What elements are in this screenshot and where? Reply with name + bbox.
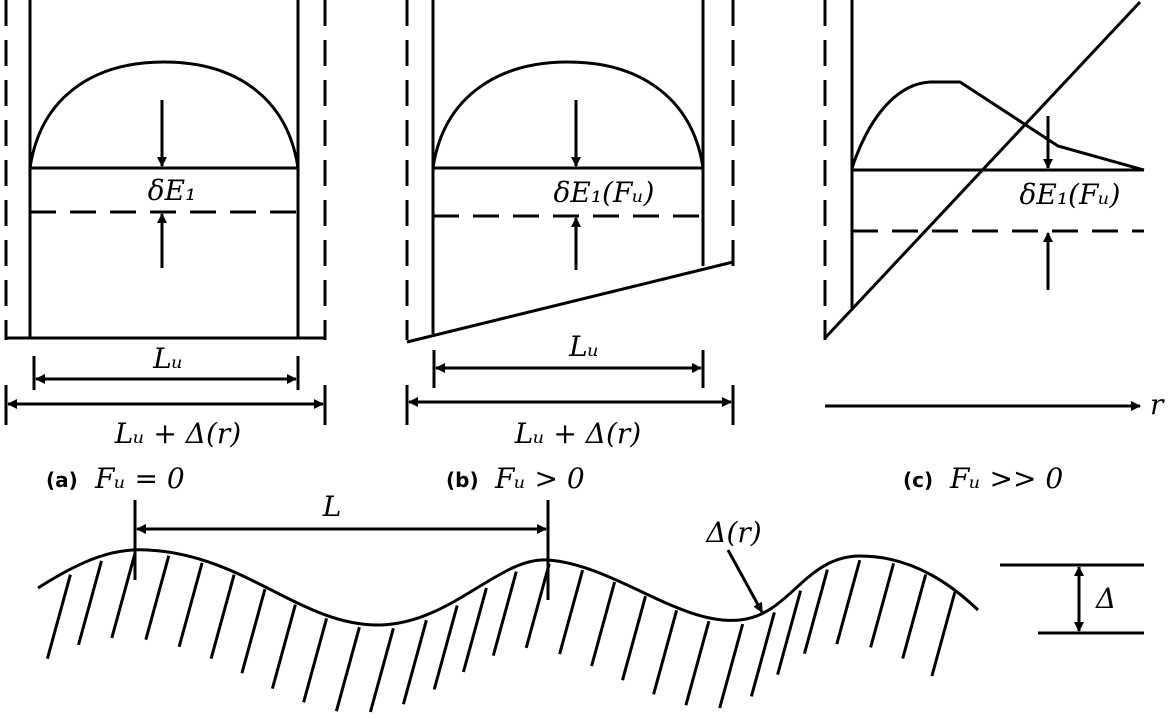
panel-b-caption-letter: (b) xyxy=(446,468,479,492)
surface-hatch-line xyxy=(491,571,518,656)
panel-b-tilted-bottom xyxy=(406,260,734,344)
surface-hatch-line xyxy=(869,563,896,648)
surface-hatch-line xyxy=(652,609,679,695)
panel-c-caption-math: Fᵤ >> 0 xyxy=(949,462,1063,495)
surface-hatch-line xyxy=(334,626,361,712)
surface-hatch-line xyxy=(802,569,829,655)
panel-b-gap-label: δE₁(Fᵤ) xyxy=(554,176,655,209)
surface-hatch-line xyxy=(240,588,267,674)
surface-profile xyxy=(37,548,980,627)
panel-b-caption-math: Fᵤ > 0 xyxy=(494,462,585,495)
surface-hatch-line xyxy=(684,620,711,706)
surface-hatch-line xyxy=(209,574,236,660)
surface-hatch-line xyxy=(401,619,428,705)
surface-hatch-line xyxy=(749,612,776,697)
panel-c-gap-label: δE₁(Fᵤ) xyxy=(1020,178,1121,211)
surface-hatch-line xyxy=(368,627,395,713)
panel-a: δE₁ Lᵤ Lᵤ + Δ(r) (a) Fᵤ = 0 xyxy=(4,0,327,495)
surface-hatch-line xyxy=(302,617,329,703)
surface-hatch-line xyxy=(77,560,103,646)
panel-b: δE₁(Fᵤ) Lᵤ Lᵤ + Δ(r) (b) Fᵤ > 0 xyxy=(405,0,735,495)
period-label: L xyxy=(322,490,342,523)
surface-hatch-line xyxy=(110,553,137,639)
panel-c-wavefunction xyxy=(850,80,1145,172)
panel-c: δE₁(Fᵤ) r (c) Fᵤ >> 0 xyxy=(823,0,1165,495)
roughness-label: Δ(r) xyxy=(705,516,761,549)
surface-hatch-line xyxy=(590,581,617,667)
panel-a-outer-width-label: Lᵤ + Δ(r) xyxy=(114,417,241,450)
panel-a-gap-label: δE₁ xyxy=(148,174,197,207)
surface-hatch-line xyxy=(901,574,928,659)
surface-hatch-line xyxy=(45,574,72,660)
surface-hatch-line xyxy=(461,587,488,673)
surface-hatch-line xyxy=(835,559,862,645)
rough-surface: L Δ(r) Δ xyxy=(37,490,1144,713)
panel-a-caption-math: Fᵤ = 0 xyxy=(94,462,185,495)
panel-c-axis-label: r xyxy=(1150,388,1165,421)
surface-hatch-line xyxy=(177,562,204,648)
surface-hatch-line xyxy=(524,563,551,649)
surface-hatch-line xyxy=(144,555,171,641)
surface-hatch-line xyxy=(776,590,803,675)
surface-hatching xyxy=(45,553,957,713)
surface-hatch-line xyxy=(432,605,459,690)
surface-hatch-line xyxy=(270,604,297,689)
panel-b-outer-width-label: Lᵤ + Δ(r) xyxy=(514,417,641,450)
surface-hatch-line xyxy=(558,569,585,655)
panel-b-width-label: Lᵤ xyxy=(568,330,599,363)
amplitude-label: Δ xyxy=(1095,582,1116,615)
panel-a-caption-letter: (a) xyxy=(46,468,78,492)
surface-hatch-line xyxy=(718,623,745,709)
panel-c-caption-letter: (c) xyxy=(903,468,933,492)
panel-a-width-label: Lᵤ xyxy=(152,342,183,375)
surface-hatch-line xyxy=(930,591,957,677)
panel-b-wavefunction xyxy=(431,60,705,169)
roughness-pointer-arrow xyxy=(726,549,764,613)
panel-a-wavefunction xyxy=(28,60,300,169)
surface-hatch-line xyxy=(621,595,647,681)
